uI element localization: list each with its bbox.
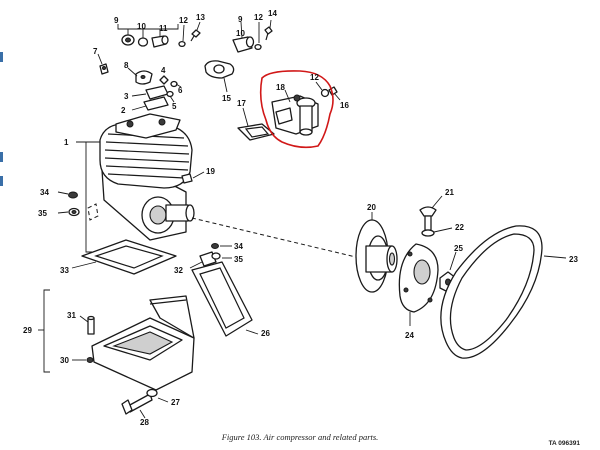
callout-15: 15: [222, 94, 231, 103]
gasket-17: [237, 123, 275, 141]
scan-edge-mark: [0, 152, 3, 162]
screw-30: [86, 357, 94, 363]
callout-20: 20: [367, 203, 376, 212]
callout-25: 25: [454, 244, 463, 253]
red-highlight-outline: [259, 70, 334, 149]
callout-19: 19: [206, 167, 215, 176]
fitting-7: [99, 63, 109, 75]
gasket-26: [191, 261, 259, 337]
scan-edge-mark: [0, 176, 3, 186]
callout-6: 6: [178, 86, 183, 95]
callout-29: 29: [23, 326, 32, 335]
bracket-leader: [117, 24, 179, 30]
callout-34-left: 34: [40, 188, 49, 197]
callout-10-right: 10: [236, 29, 245, 38]
callout-30: 30: [60, 356, 69, 365]
callout-16: 16: [340, 101, 349, 110]
governor-18: [271, 94, 319, 136]
callout-27: 27: [171, 398, 180, 407]
elbow-fitting-10: [121, 34, 135, 46]
callout-22: 22: [455, 223, 464, 232]
bolt-28: [121, 393, 153, 419]
washer-6: [170, 80, 178, 88]
callout-12-right: 12: [254, 13, 263, 22]
callout-11: 11: [159, 24, 168, 33]
callout-18: 18: [276, 83, 285, 92]
gasket-33: [71, 239, 177, 275]
callout-2: 2: [121, 106, 126, 115]
figure-caption: Figure 103. Air compressor and related p…: [221, 432, 379, 442]
governor-mount-group: [204, 19, 273, 93]
scan-edge-mark: [0, 52, 3, 62]
callout-26: 26: [261, 329, 270, 338]
cylinder-head-parts: [97, 53, 182, 111]
bolt-21: [419, 195, 443, 231]
plate-2: [143, 96, 169, 111]
top-fittings-group: [117, 21, 201, 48]
bolt-13: [190, 29, 201, 42]
callout-31: 31: [67, 311, 76, 320]
washer-12-governor: [320, 88, 330, 98]
callout-1: 1: [64, 138, 69, 147]
callout-17: 17: [237, 99, 246, 108]
adapter-base-29: [38, 289, 195, 391]
callout-24: 24: [405, 331, 414, 340]
flange-gasket-15: [204, 60, 235, 79]
bolt-4: [159, 75, 169, 85]
fitting-10-right: [232, 36, 255, 53]
washer-27: [146, 388, 169, 403]
plug-10: [137, 37, 149, 47]
callout-9-right: 9: [238, 15, 243, 24]
washer-12-right: [254, 43, 262, 51]
ta-code: TA 096391: [548, 440, 580, 447]
crankshaft-nose: [141, 196, 195, 234]
fitting-19: [181, 171, 205, 184]
callout-8: 8: [124, 61, 129, 70]
callout-35-center: 35: [234, 255, 243, 264]
callout-13: 13: [196, 13, 205, 22]
callout-14: 14: [268, 9, 277, 18]
callout-3: 3: [124, 92, 129, 101]
air-compressor-1: [76, 113, 195, 253]
callout-21: 21: [445, 188, 454, 197]
callout-32: 32: [174, 266, 183, 275]
washer-22: [421, 227, 453, 237]
callout-labels: 1 2 3 4 5 6 7 8 9 10 11 12 13 9 10 12 14…: [23, 9, 578, 427]
washer-5: [166, 90, 174, 98]
center-line: [191, 217, 361, 259]
callout-7: 7: [93, 47, 98, 56]
bolt-14: [264, 26, 273, 41]
callout-33: 33: [60, 266, 69, 275]
callout-4: 4: [161, 66, 166, 75]
callout-10-left: 10: [137, 22, 146, 31]
pin-31: [87, 315, 95, 335]
fitting-11: [151, 35, 169, 48]
callout-35-left: 35: [38, 209, 47, 218]
pulley-20: [355, 212, 398, 293]
callout-28: 28: [140, 418, 149, 427]
callout-9-left: 9: [114, 16, 119, 25]
callout-34-center: 34: [234, 242, 243, 251]
fan-24: [398, 243, 439, 326]
callout-5: 5: [172, 102, 177, 111]
governor-assembly: [237, 70, 341, 149]
screws-32-34-35-center: [189, 243, 232, 269]
callout-12-governor: 12: [310, 73, 319, 82]
belt-23: [440, 225, 567, 359]
washer-12: [178, 40, 186, 48]
callout-12-left: 12: [179, 16, 188, 25]
screws-34-35-left: [57, 191, 80, 217]
cover-8: [135, 70, 153, 85]
callout-23: 23: [569, 255, 578, 264]
